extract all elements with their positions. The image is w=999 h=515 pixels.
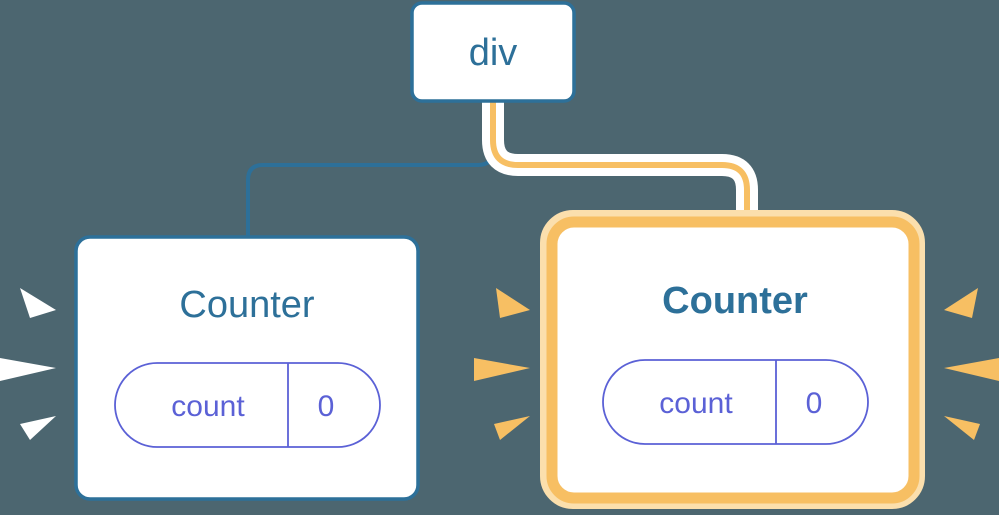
spark-burst-left-white (0, 288, 56, 440)
prop-pill-counter-right: count 0 (602, 359, 869, 445)
spark-orange-mid-top (496, 288, 530, 318)
prop-name-counter-right: count (659, 387, 733, 420)
edge-div-to-counter-right (490, 101, 750, 245)
spark-orange-right-middle (944, 358, 999, 381)
spark-orange-mid-bottom (494, 416, 530, 440)
node-div-label: div (469, 32, 518, 74)
prop-name-counter-left: count (171, 390, 245, 423)
prop-pill-counter-right-outline (602, 359, 869, 445)
prop-value-counter-left: 0 (318, 390, 335, 423)
spark-white-middle (0, 358, 56, 381)
node-counter-left-title: Counter (179, 284, 315, 326)
node-counter-left[interactable]: Counter count 0 (74, 235, 420, 501)
node-div[interactable]: div (410, 1, 576, 103)
spark-burst-right-orange (944, 288, 999, 440)
spark-orange-right-bottom (944, 416, 980, 440)
node-counter-right-title: Counter (662, 280, 808, 322)
spark-white-top (20, 288, 56, 318)
node-div-box[interactable] (410, 1, 576, 103)
spark-orange-right-top (944, 288, 978, 318)
spark-burst-middle-orange (474, 288, 530, 440)
edge-div-to-counter-left (246, 99, 495, 242)
node-counter-right[interactable]: Counter count 0 (540, 210, 925, 509)
prop-pill-counter-left-outline (114, 362, 381, 448)
node-counter-right-glow (540, 210, 925, 509)
node-counter-left-box[interactable] (74, 235, 420, 501)
prop-pill-counter-left: count 0 (114, 362, 381, 448)
spark-white-bottom (20, 416, 56, 440)
prop-value-counter-right: 0 (806, 387, 823, 420)
spark-orange-mid-middle (474, 358, 530, 381)
